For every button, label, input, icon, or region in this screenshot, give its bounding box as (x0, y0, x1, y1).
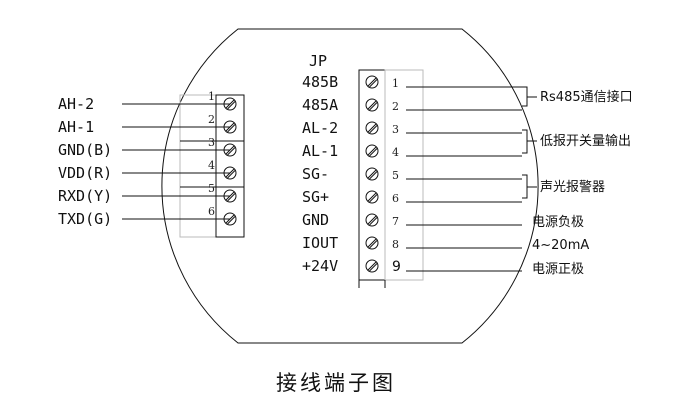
bracket-alarm (522, 129, 528, 154)
left-terminal-row: VDD(R) 4 (58, 159, 237, 182)
right-terminal-number: 3 (392, 123, 399, 136)
left-terminal-label: AH-2 (58, 95, 94, 113)
bracket-sound (522, 174, 528, 199)
left-terminal-row: AH-1 2 (58, 113, 237, 136)
right-terminal-number: 9 (392, 259, 401, 275)
right-terminal-number: 7 (392, 215, 399, 228)
right-screw-icon (365, 190, 379, 204)
diagram-caption: 接线端子图 (276, 371, 396, 395)
right-terminal-label: SG+ (302, 188, 329, 206)
right-terminal-number: 4 (392, 146, 399, 159)
left-terminal-label: RXD(Y) (58, 187, 112, 205)
function-label: 低报开关量输出 (540, 133, 631, 149)
left-terminal-label: VDD(R) (58, 164, 112, 182)
bracket-485 (522, 86, 528, 107)
right-terminal-number: 1 (392, 77, 399, 90)
right-screw-icon (365, 75, 379, 89)
right-terminal-label: AL-1 (302, 142, 338, 160)
right-block-guide (384, 69, 424, 281)
right-terminal-label: 485A (302, 96, 338, 114)
left-block-body (215, 94, 245, 238)
right-terminal-row: SG+ 6 (302, 188, 522, 206)
function-label: 电源正极 (532, 262, 584, 277)
left-screw-icon (223, 189, 237, 203)
right-terminal-row: 485A 2 (302, 96, 522, 114)
left-terminal-number: 5 (208, 182, 215, 195)
right-screw-icon (365, 121, 379, 135)
left-terminal-number: 3 (208, 136, 215, 149)
right-terminal-row: +24V 9 (302, 257, 522, 275)
function-label: 声光报警器 (540, 179, 605, 195)
housing-outline (161, 28, 539, 344)
left-screw-icon (223, 97, 237, 111)
left-screw-icon (223, 143, 237, 157)
right-terminal-number: 8 (392, 238, 399, 251)
left-terminal-number: 6 (208, 205, 215, 218)
left-terminal-number: 1 (208, 90, 215, 103)
jp-label: JP (309, 52, 327, 70)
right-terminal-row: IOUT 8 (302, 234, 522, 252)
right-screw-icon (365, 213, 379, 227)
right-terminal-label: GND (302, 211, 329, 229)
right-screw-icon (365, 236, 379, 250)
right-screw-icon (365, 144, 379, 158)
right-terminal-row: SG- 5 (302, 165, 522, 183)
right-screw-icon (365, 98, 379, 112)
left-terminal-row: TXD(G) 6 (58, 205, 237, 228)
function-label: Rs485通信接口 (540, 89, 633, 105)
left-terminal-row: RXD(Y) 5 (58, 182, 237, 205)
left-screw-icon (223, 120, 237, 134)
right-screw-icon (365, 167, 379, 181)
right-terminal-number: 6 (392, 192, 399, 205)
left-terminal-label: GND(B) (58, 141, 112, 159)
left-terminal-row: GND(B) 3 (58, 136, 237, 159)
right-terminal-row: AL-1 4 (302, 142, 522, 160)
right-terminal-label: IOUT (302, 234, 338, 252)
left-terminal-row: AH-2 1 (58, 90, 237, 113)
left-terminal-label: TXD(G) (58, 210, 112, 228)
right-terminal-row: GND 7 (302, 211, 522, 229)
right-screw-icon (365, 259, 379, 273)
right-terminal-label: 485B (302, 73, 338, 91)
left-terminal-label: AH-1 (58, 118, 94, 136)
function-label: 电源负极 (532, 215, 584, 230)
function-label: 4~20mA (532, 238, 589, 253)
right-terminal-label: +24V (302, 257, 338, 275)
left-screw-icon (223, 166, 237, 180)
right-terminal-row: 485B 1 (302, 73, 522, 91)
group-brackets (522, 86, 528, 199)
right-terminal-label: SG- (302, 165, 329, 183)
right-terminal-row: AL-2 3 (302, 119, 522, 137)
left-screw-icon (223, 212, 237, 226)
left-terminal-number: 4 (208, 159, 215, 172)
right-terminal-label: AL-2 (302, 119, 338, 137)
left-terminal-number: 2 (208, 113, 215, 126)
right-terminal-number: 5 (392, 169, 399, 182)
right-terminal-number: 2 (392, 100, 399, 113)
